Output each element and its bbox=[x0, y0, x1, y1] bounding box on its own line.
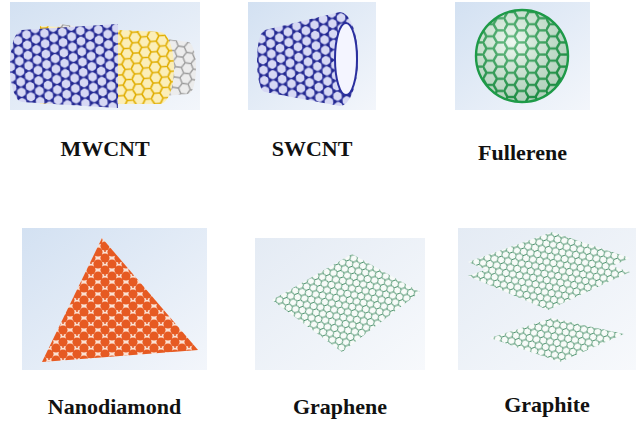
mwcnt-model bbox=[10, 24, 196, 108]
sheet bbox=[272, 254, 420, 352]
image-panel bbox=[10, 2, 200, 110]
nanodiamond-model bbox=[42, 238, 198, 362]
tube-lattice bbox=[257, 12, 358, 106]
image-panel: Graphite bbox=[458, 228, 636, 370]
image-panel bbox=[255, 238, 425, 370]
graphite-model bbox=[468, 218, 630, 362]
caption-wrap: Graphene bbox=[293, 394, 387, 420]
image-panel: Fullerene bbox=[455, 2, 590, 110]
tube-wall bbox=[257, 12, 358, 106]
image-panels bbox=[10, 2, 636, 370]
tube-opening bbox=[335, 23, 357, 95]
sheet-lattice bbox=[490, 318, 624, 362]
caption-wrap: Nanodiamond bbox=[48, 394, 181, 420]
caption-wrap: MWCNT bbox=[60, 136, 149, 162]
sheet-lattice bbox=[468, 232, 630, 296]
image-panel: MWCNT bbox=[10, 2, 200, 110]
image-panel bbox=[458, 228, 636, 370]
sheet-lattice bbox=[272, 254, 420, 352]
image-panel bbox=[22, 228, 207, 370]
caption-wrap: Fullerene bbox=[478, 140, 567, 166]
swcnt-model bbox=[257, 12, 358, 106]
crystal bbox=[42, 238, 198, 362]
caption: MWCNT bbox=[60, 136, 149, 161]
inner-wall-lattice bbox=[10, 24, 118, 108]
image-panel bbox=[248, 2, 376, 110]
ball-lattice bbox=[470, 6, 580, 106]
image-panel: SWCNT bbox=[248, 2, 376, 110]
fullerene-model bbox=[470, 6, 580, 106]
caption-wrap: SWCNT bbox=[272, 136, 353, 162]
image-panel: Graphene bbox=[255, 238, 425, 370]
crystal-atoms bbox=[42, 238, 198, 362]
caption: Fullerene bbox=[478, 140, 567, 165]
ball-outline bbox=[476, 10, 568, 102]
sheet bbox=[468, 232, 630, 296]
ball bbox=[476, 10, 568, 102]
image-panel bbox=[455, 2, 590, 110]
caption: Graphite bbox=[504, 392, 590, 417]
caption: Nanodiamond bbox=[48, 394, 181, 419]
sheet bbox=[490, 318, 624, 362]
caption: SWCNT bbox=[272, 136, 353, 161]
caption-wrap: Graphite bbox=[504, 392, 590, 418]
graphene-model bbox=[272, 254, 420, 352]
image-panel: Nanodiamond bbox=[22, 228, 207, 370]
inner-wall bbox=[10, 24, 118, 108]
caption: Graphene bbox=[293, 394, 387, 419]
